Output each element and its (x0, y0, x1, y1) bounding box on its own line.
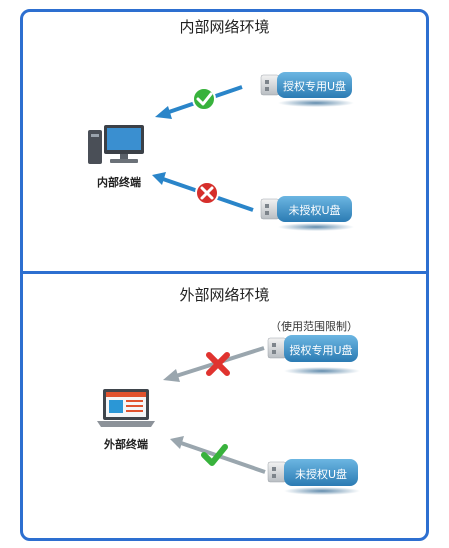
section-divider (20, 271, 429, 274)
laptop-icon (97, 389, 155, 427)
usage-restriction-note: （使用范围限制） (270, 320, 358, 333)
cross-icon (195, 181, 219, 205)
usb-drive-icon (267, 459, 360, 495)
internal-terminal-label: 内部终端 (97, 176, 141, 189)
internal-section-title: 内部网络环境 (179, 18, 270, 36)
check-icon (201, 444, 228, 466)
external-usb-unauthorized-label: 未授权U盘 (294, 468, 348, 481)
cross-icon (206, 352, 230, 376)
internal-usb-authorized-label: 授权专用U盘 (282, 80, 347, 93)
check-icon (192, 87, 216, 111)
external-allowed-arrow (170, 436, 266, 474)
usb-drive-icon (260, 72, 354, 107)
diagram-frame (20, 9, 429, 541)
internal-usb-unauthorized-label: 未授权U盘 (288, 204, 341, 217)
external-section-title: 外部网络环境 (179, 286, 270, 304)
usb-drive-icon (267, 335, 360, 375)
desktop-computer-icon (88, 125, 144, 164)
external-usb-authorized-label: 授权专用U盘 (289, 344, 353, 357)
usb-drive-icon (260, 196, 354, 231)
external-terminal-label: 外部终端 (104, 438, 148, 451)
